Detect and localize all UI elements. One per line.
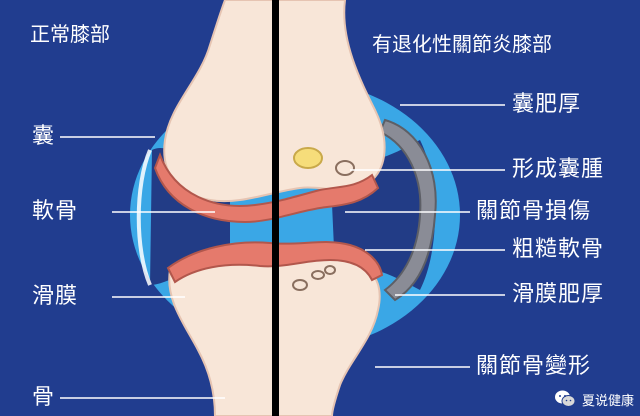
bone-crack-3: [324, 265, 336, 275]
bone-crack-2: [311, 270, 325, 280]
label-thick-capsule: 囊肥厚: [512, 92, 582, 117]
label-synovium: 滑膜: [32, 284, 79, 309]
title-arthritic: 有退化性關節炎膝部: [372, 32, 552, 56]
label-bone-damage: 關節骨損傷: [476, 199, 592, 224]
watermark: 夏说健康: [554, 386, 634, 412]
cyst-1: [293, 147, 323, 169]
label-rough-cartilage: 粗糙軟骨: [512, 237, 605, 262]
label-capsule: 囊: [32, 124, 56, 149]
title-normal: 正常膝部: [30, 22, 110, 46]
label-thick-synovium: 滑膜肥厚: [512, 282, 605, 307]
watermark-text: 夏说健康: [581, 393, 634, 409]
normal-synovium: [136, 149, 152, 286]
label-bone: 骨: [32, 385, 56, 410]
wechat-icon: [554, 390, 576, 407]
cyst-2: [335, 160, 355, 176]
bone-crack-1: [292, 279, 308, 291]
label-cyst: 形成囊腫: [512, 157, 605, 182]
thickened-synovium: [378, 118, 437, 302]
upper-cartilage: [153, 152, 380, 224]
label-cartilage: 軟骨: [32, 199, 79, 224]
center-divider: [272, 0, 279, 416]
label-bone-deform: 關節骨變形: [476, 354, 592, 379]
